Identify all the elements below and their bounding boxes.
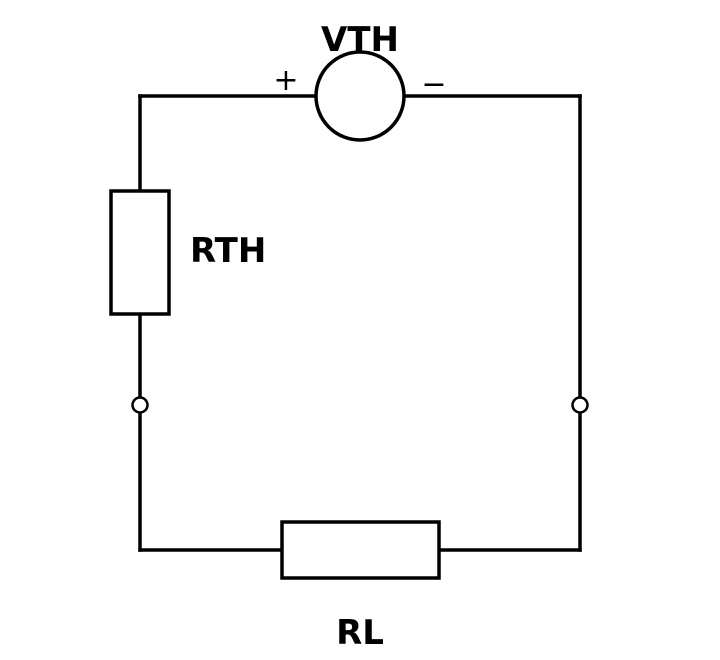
- resistor-rl: [280, 520, 441, 580]
- terminal-right: [571, 396, 589, 414]
- voltage-source: [314, 50, 406, 142]
- source-plus-sign: +: [273, 63, 298, 98]
- resistor-rth: [109, 189, 171, 316]
- terminal-left: [131, 396, 149, 414]
- resistor-rth-label: RTH: [190, 231, 266, 271]
- source-label: VTH: [321, 20, 399, 60]
- resistor-rl-label: RL: [336, 613, 384, 653]
- wires: [138, 94, 582, 552]
- source-minus-sign: −: [421, 67, 446, 102]
